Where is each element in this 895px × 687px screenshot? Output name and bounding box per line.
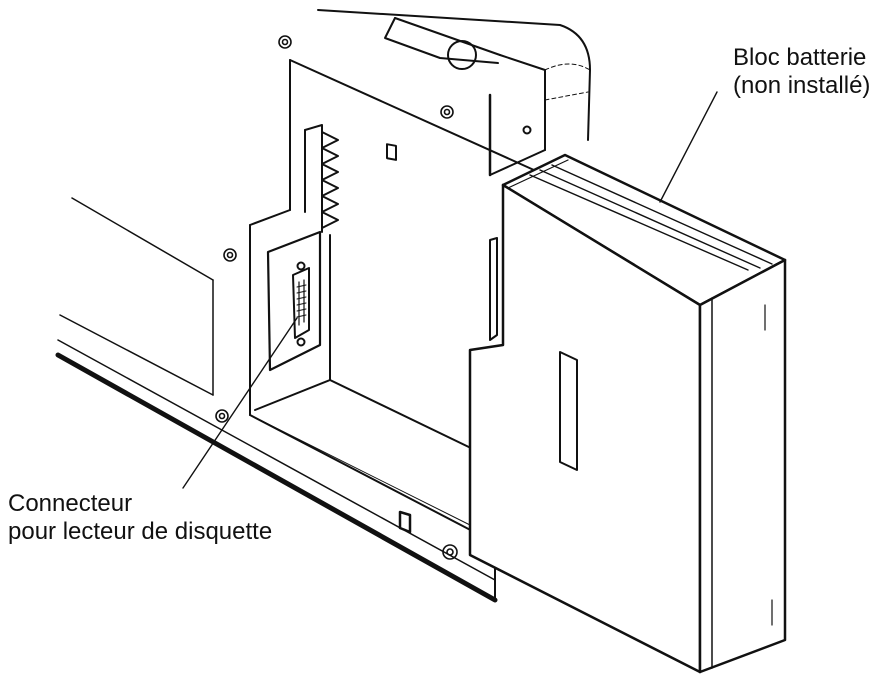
screw-icon: [440, 105, 454, 119]
screw-icon: [223, 248, 237, 262]
connector-label-line2: pour lecteur de disquette: [8, 518, 273, 545]
screw-icon: [442, 544, 458, 560]
battery-pack-label: Bloc batterie (non installé): [733, 44, 870, 100]
battery-label-line1: Bloc batterie: [733, 44, 867, 71]
battery-label-line2: (non installé): [733, 72, 871, 99]
screw-icon: [278, 35, 292, 49]
floppy-connector-label: Connecteur pour lecteur de disquette: [8, 490, 272, 546]
ribbon-connector: [304, 124, 339, 233]
chassis-left-panel: [55, 197, 498, 603]
screw-icon: [215, 409, 229, 423]
connector-label-line1: Connecteur: [8, 490, 133, 517]
battery-pack: [468, 153, 787, 674]
battery-leader-line: [659, 91, 718, 203]
connector-leader-line: [182, 317, 298, 489]
floppy-connector: [292, 261, 310, 347]
